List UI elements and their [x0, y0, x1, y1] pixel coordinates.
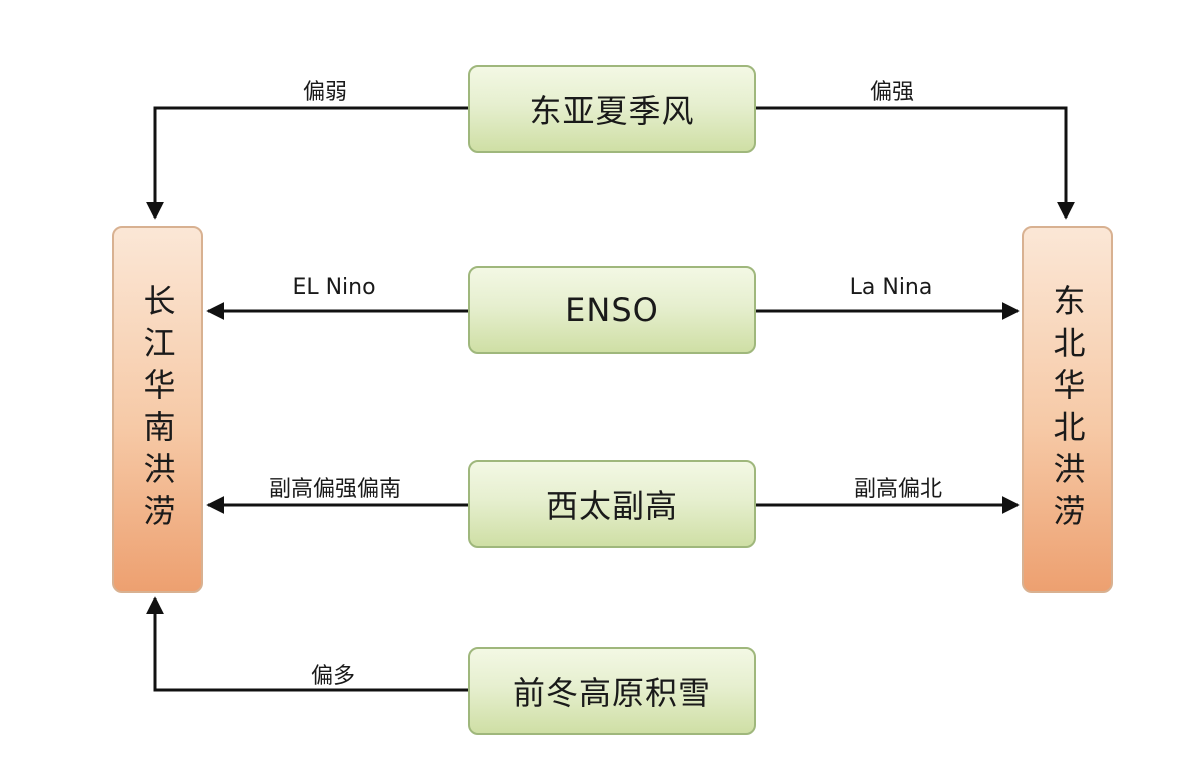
right-flood-label: 东北华北洪涝 — [1048, 283, 1087, 536]
label-high-north: 副高偏北 — [853, 477, 943, 502]
left-flood-box: 长江华南洪涝 — [112, 226, 203, 593]
left-flood-label: 长江华南洪涝 — [138, 283, 177, 536]
arrow-snow-more — [146, 596, 468, 692]
snow-label: 前冬高原积雪 — [512, 674, 711, 712]
snow-box: 前冬高原积雪 — [468, 647, 756, 735]
enso-label: ENSO — [565, 291, 659, 329]
label-el-nino: EL Nino — [292, 275, 376, 300]
label-monsoon-strong: 偏强 — [869, 80, 915, 105]
arrow-monsoon-weak — [146, 106, 468, 220]
monsoon-box: 东亚夏季风 — [468, 65, 756, 153]
subtropical-high-box: 西太副高 — [468, 460, 756, 548]
label-monsoon-weak: 偏弱 — [302, 80, 348, 105]
label-snow-more: 偏多 — [310, 664, 356, 689]
label-la-nina: La Nina — [849, 275, 933, 300]
arrow-monsoon-strong — [756, 106, 1075, 220]
subtropical-high-label: 西太副高 — [545, 487, 678, 525]
enso-box: ENSO — [468, 266, 756, 354]
monsoon-label: 东亚夏季风 — [529, 92, 695, 130]
right-flood-box: 东北华北洪涝 — [1022, 226, 1113, 593]
label-high-south: 副高偏强偏南 — [268, 477, 402, 502]
